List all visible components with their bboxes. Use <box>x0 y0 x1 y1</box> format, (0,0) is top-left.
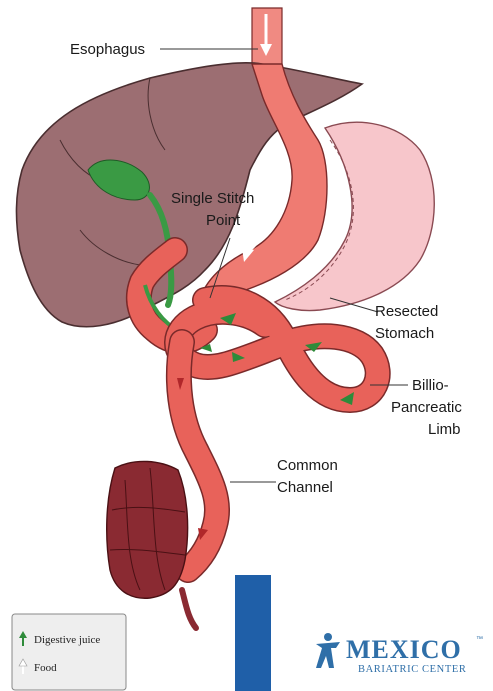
logo-name-main: MEXICO <box>346 635 462 664</box>
label-billio-2: Pancreatic <box>391 399 462 416</box>
esophagus <box>252 8 282 70</box>
label-stitch-1: Single Stitch <box>171 190 254 207</box>
logo-name-sub: BARIATRIC CENTER <box>358 664 466 675</box>
mexico-bariatric-logo: MEXICO ™ BARIATRIC CENTER <box>316 633 483 675</box>
label-common-1: Common <box>277 457 338 474</box>
label-common-2: Channel <box>277 479 333 496</box>
legend-food: Food <box>34 662 57 674</box>
label-esophagus: Esophagus <box>70 41 145 58</box>
label-stitch-2: Point <box>206 212 241 229</box>
label-billio-1: Billio- <box>412 377 449 394</box>
label-resected-2: Stomach <box>375 325 434 342</box>
legend-digestive-juice: Digestive juice <box>34 634 100 646</box>
legend: Digestive juice Food <box>12 614 126 690</box>
person-icon <box>316 633 340 668</box>
colon <box>107 461 196 628</box>
logo-trademark: ™ <box>476 636 483 643</box>
label-billio-3: Limb <box>428 421 461 438</box>
blue-bar <box>235 575 271 691</box>
label-resected-1: Resected <box>375 303 438 320</box>
